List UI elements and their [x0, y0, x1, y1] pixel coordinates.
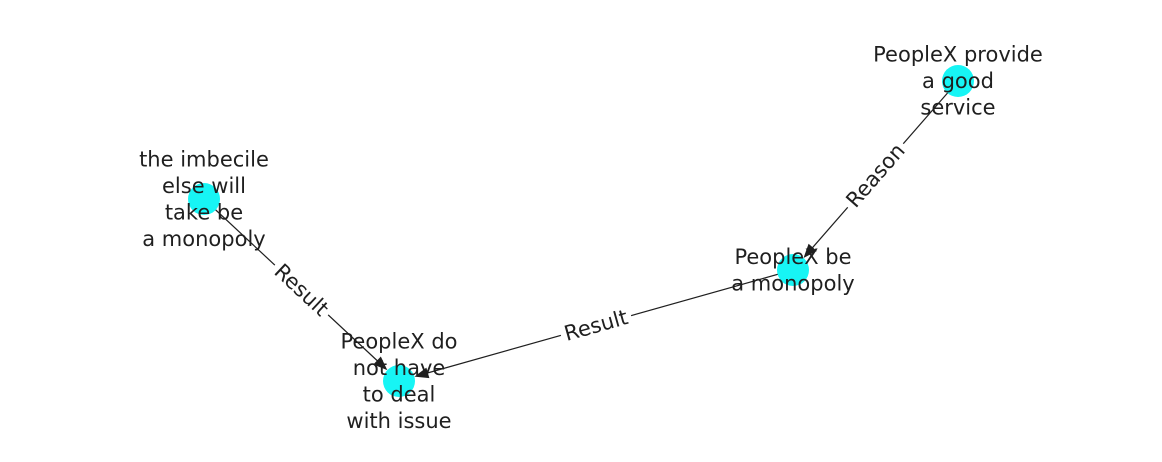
node-label-line: PeopleX be	[734, 245, 851, 269]
node-label-line: not have	[353, 356, 446, 380]
node-label-line: PeopleX do	[340, 329, 457, 353]
arrowhead-icon	[414, 367, 430, 379]
node-circle	[777, 254, 809, 286]
node-label-line: the imbecile	[139, 147, 269, 171]
edge-label: Result	[557, 302, 635, 349]
node-label-line: with issue	[346, 409, 451, 433]
node-label-line: to deal	[363, 382, 436, 406]
node-circle	[383, 365, 415, 397]
node-label-line: else will	[162, 174, 246, 198]
node-label-line: a good	[922, 69, 994, 93]
arrowhead-icon	[803, 243, 817, 258]
node-label-line: a monopoly	[142, 227, 265, 251]
edge-label-text: Result	[270, 259, 334, 321]
edge-label: Result	[265, 254, 338, 326]
node-label-line: PeopleX provide	[873, 43, 1043, 67]
arrowhead-icon	[373, 356, 388, 371]
edge-label-background	[557, 302, 635, 349]
edge-label: Reason	[837, 134, 914, 217]
node-circle	[188, 183, 220, 215]
node-label-line: take be	[165, 200, 243, 224]
node-label-line: a monopoly	[731, 271, 854, 295]
edge-label-background	[265, 254, 338, 326]
node-n2: PeopleX bea monopoly	[731, 245, 854, 296]
node-label-line: service	[920, 96, 995, 120]
node-circle	[942, 65, 974, 97]
edge-label-text: Reason	[841, 139, 909, 212]
edge-label-background	[837, 134, 914, 217]
